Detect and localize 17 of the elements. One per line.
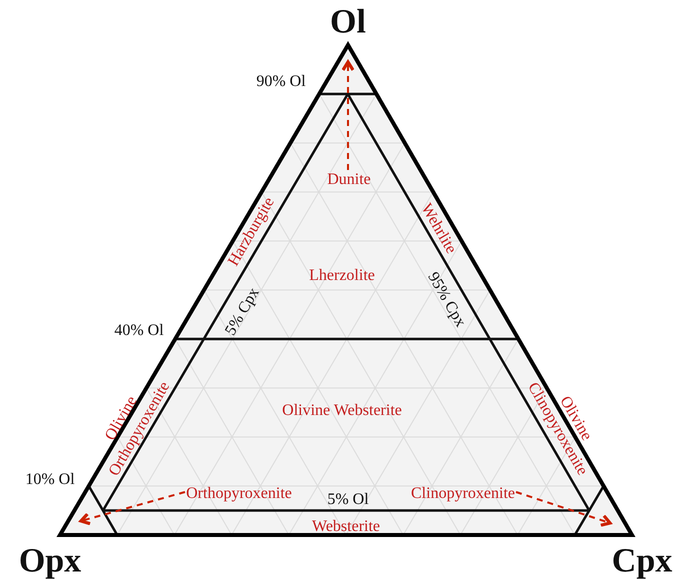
rock-field-label: Dunite bbox=[327, 170, 371, 190]
leader-line bbox=[516, 491, 612, 527]
leader-line bbox=[79, 491, 186, 526]
boundary-label: 5% Ol bbox=[327, 490, 369, 510]
boundary-label: 5% Cpx bbox=[222, 284, 264, 340]
leader-line bbox=[341, 60, 355, 170]
boundary-label: 40% Ol bbox=[114, 322, 164, 340]
rock-field-label: Olivine Websterite bbox=[282, 402, 402, 420]
vertex-label: Opx bbox=[18, 541, 82, 581]
rock-field-label: Orthopyroxenite bbox=[186, 484, 292, 504]
boundary-label: 10% Ol bbox=[25, 470, 75, 490]
rock-field-label: Websterite bbox=[312, 518, 380, 536]
rock-field-label: Clinopyroxenite bbox=[411, 484, 515, 504]
vertex-label: Cpx bbox=[612, 541, 672, 581]
vertex-label: Ol bbox=[330, 2, 366, 42]
boundary-label: 90% Ol bbox=[256, 72, 306, 92]
rock-field-label: Lherzolite bbox=[309, 266, 375, 286]
